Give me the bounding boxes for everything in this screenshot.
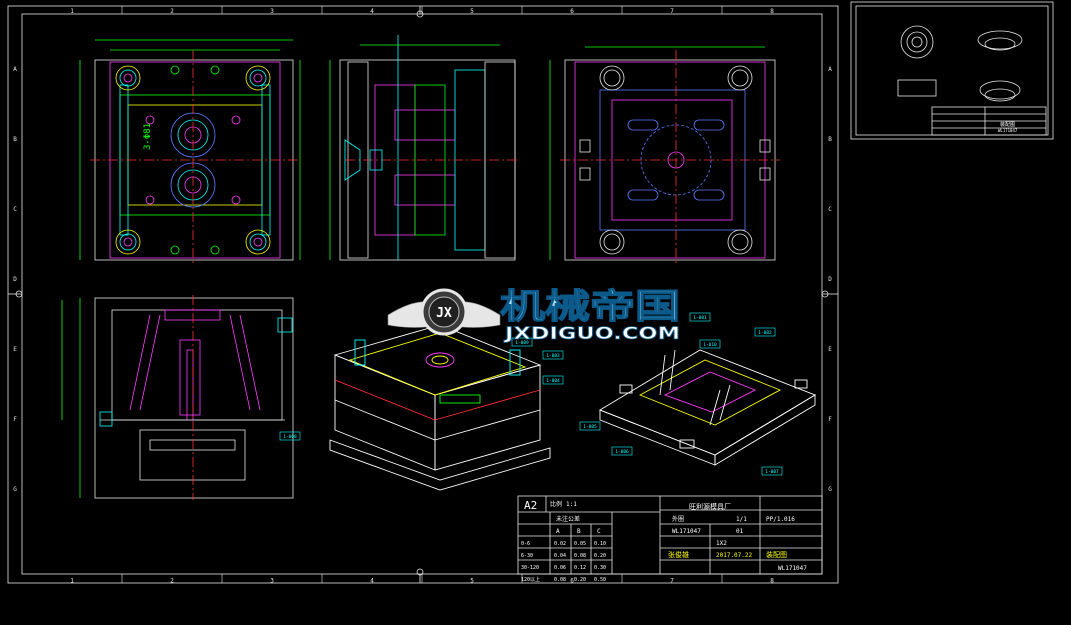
column-marker: 1 [70, 578, 74, 585]
row-marker: C [13, 206, 17, 213]
grade-b: B [577, 528, 581, 535]
tolerance-cell: 0.10 [594, 541, 606, 547]
tolerance-cell: 0.12 [574, 565, 586, 571]
field-designer: 张俊雄 [668, 550, 689, 559]
balloon-label: 1-005 [583, 424, 597, 430]
column-marker: 1 [70, 8, 74, 15]
tolerance-cell: 120以上 [521, 576, 540, 583]
balloon-label: 1-007 [765, 469, 779, 475]
tolerance-cell: 0.02 [554, 541, 566, 547]
field-drawing-title: 装配图 [766, 550, 787, 559]
part-balloons: 1-001 1-002 1-003 1-004 1-005 1-006 1-007 1-008… [279, 312, 783, 476]
row-marker: D [13, 276, 17, 283]
field-revision: 01 [736, 528, 744, 535]
title-block-company: 旺利源模具厂 [689, 502, 731, 511]
title-block-scale-value: 1:1 [566, 501, 577, 508]
row-marker: A [828, 66, 832, 73]
field-mold-no: WL171047 [672, 528, 701, 535]
column-markers: 1 1 2 2 3 3 4 4 5 5 6 6 7 7 8 8 [70, 6, 774, 585]
balloon-label: 1-003 [546, 353, 560, 359]
tolerance-table: 0-6 0.02 0.05 0.10 6-30 0.04 0.08 0.20 30-120 0.0… [521, 541, 606, 583]
view-bottom-left-section [61, 295, 294, 500]
column-marker: 4 [370, 578, 374, 585]
row-marker: F [828, 416, 832, 423]
thumbnail-code: WL171047 [998, 128, 1018, 133]
field-material: PP/1.016 [766, 516, 795, 523]
tolerance-cell: 0.50 [594, 577, 606, 583]
view-isometric-mold [329, 324, 551, 491]
column-marker: 5 [470, 578, 474, 585]
watermark-en-text: JXDIGUO.COM [504, 324, 680, 344]
view-top-middle-section [329, 35, 520, 261]
tolerance-cell: 0-6 [521, 541, 530, 547]
column-marker: 2 [170, 578, 174, 585]
column-marker: 8 [770, 578, 774, 585]
view-top-right-plan [549, 46, 780, 265]
tolerance-cell: 0.04 [554, 553, 566, 559]
column-marker: 6 [570, 8, 574, 15]
row-marker: G [828, 486, 832, 493]
thumbnail-title: 装配图 [1000, 121, 1015, 128]
dimension-label-cavity: 3-Φ81 [143, 123, 153, 150]
column-marker: 3 [270, 578, 274, 585]
field-cavity: 1X2 [716, 540, 727, 547]
tolerance-cell: 0.05 [574, 541, 586, 547]
balloon-label: 1-002 [758, 330, 772, 336]
row-marker: E [828, 346, 832, 353]
view-isometric-plate [598, 349, 817, 466]
row-marker: A [13, 66, 17, 73]
title-block [517, 495, 823, 575]
row-markers: A A B B C C D D E E F F G G [13, 66, 832, 493]
title-block-size: A2 [524, 499, 537, 512]
column-marker: 7 [670, 578, 674, 585]
column-marker: 5 [470, 8, 474, 15]
row-marker: C [828, 206, 832, 213]
tolerance-cell: 0.06 [554, 565, 566, 571]
column-marker: 4 [370, 8, 374, 15]
title-block-tolerance-header: 未注公差 [556, 515, 580, 523]
balloon-label: 1-010 [703, 342, 717, 348]
balloon-label: 1-009 [515, 340, 529, 346]
row-marker: F [13, 416, 17, 423]
field-part-name: 外圈 [672, 515, 684, 523]
title-block-scale-label: 比例 [550, 500, 562, 508]
balloon-label: 1-008 [283, 434, 297, 440]
tolerance-cell: 6-30 [521, 553, 533, 559]
thumbnail-sheet [850, 1, 1054, 140]
watermark-cn-text: 机械帝国 [500, 287, 680, 327]
balloon-label: 1-006 [615, 449, 629, 455]
grade-c: C [597, 528, 601, 535]
tolerance-cell: 0.30 [594, 565, 606, 571]
grade-a: A [556, 528, 560, 535]
watermark-logo-icon: JX [387, 288, 501, 336]
tolerance-cell: 30-120 [521, 565, 539, 571]
tolerance-cell: 0.20 [594, 553, 606, 559]
column-marker: 8 [770, 8, 774, 15]
field-sheet: 1/1 [736, 516, 747, 523]
row-marker: E [13, 346, 17, 353]
tolerance-cell: 0.08 [554, 577, 566, 583]
balloon-label: 1-001 [693, 315, 707, 321]
column-marker: 6 [570, 578, 574, 585]
row-marker: G [13, 486, 17, 493]
center-mark-left [15, 10, 829, 576]
balloon-label: 1-004 [546, 378, 560, 384]
column-marker: 2 [170, 8, 174, 15]
tolerance-cell: 0.08 [574, 553, 586, 559]
watermark: JX 机械帝国 JXDIGUO.COM [387, 286, 681, 344]
row-marker: D [828, 276, 832, 283]
row-marker: B [828, 136, 832, 143]
column-marker: 3 [270, 8, 274, 15]
field-date: 2017.07.22 [716, 552, 753, 559]
view-top-left-plan [79, 39, 301, 265]
row-marker: B [13, 136, 17, 143]
tolerance-cell: 0.20 [574, 577, 586, 583]
field-mold-no-full: WL171047 [778, 565, 807, 572]
column-marker: 7 [670, 8, 674, 15]
watermark-logo-text: JX [436, 306, 452, 321]
